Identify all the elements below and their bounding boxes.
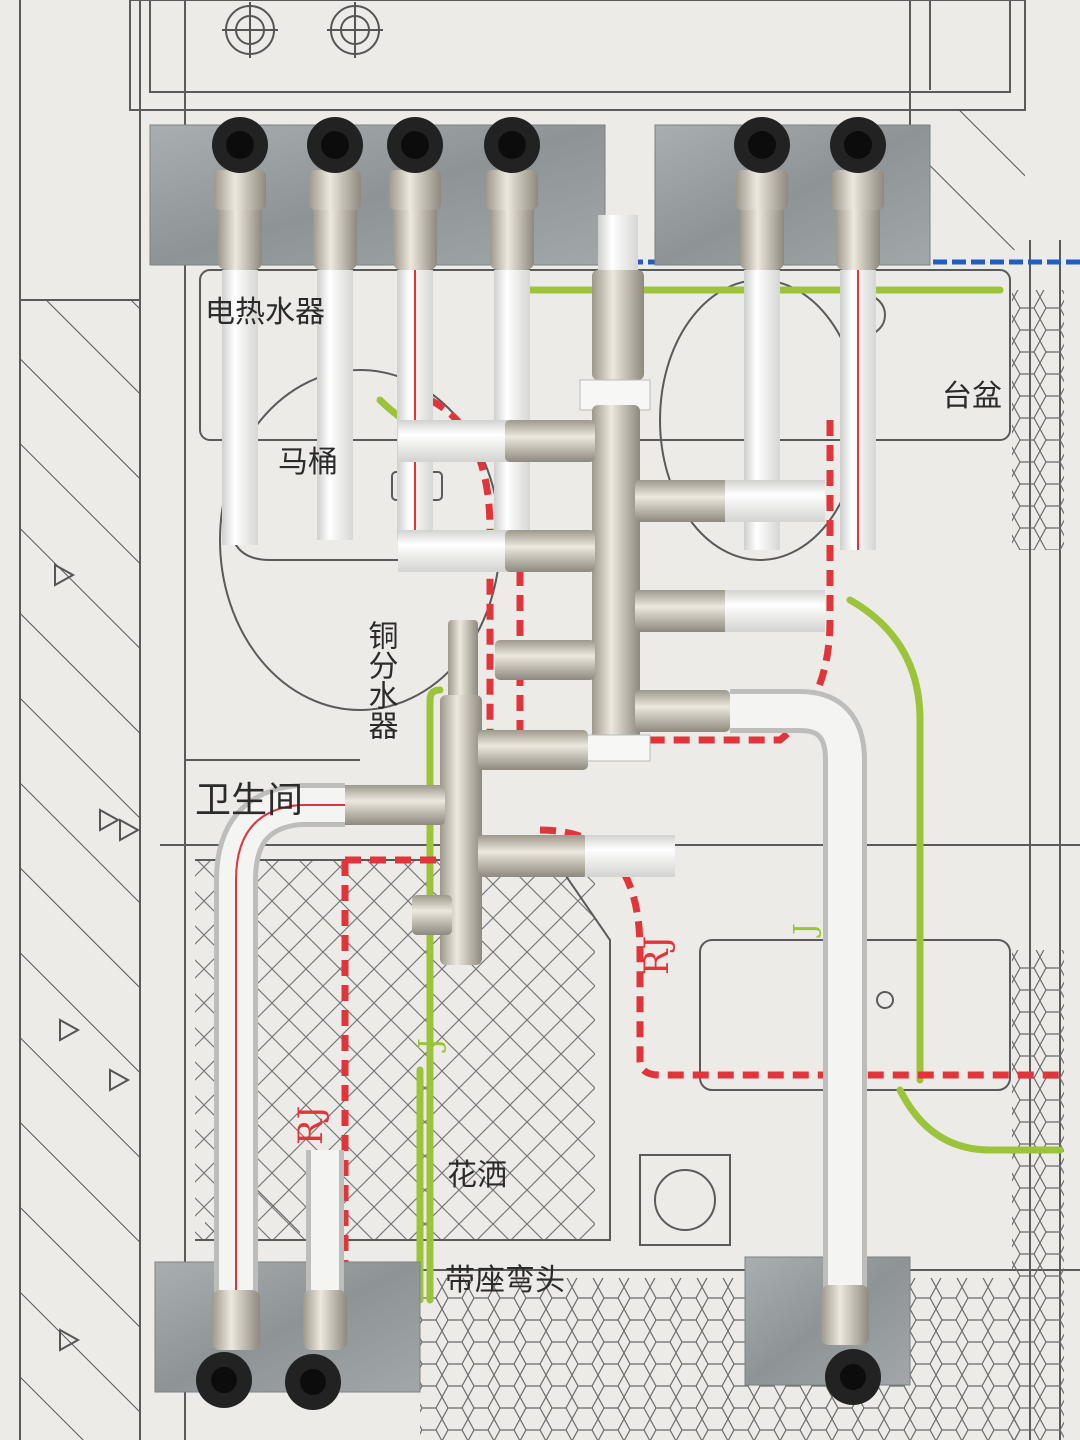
hex-strip-bottom <box>420 1278 1020 1440</box>
hex-strip-right-bottom <box>1012 950 1064 1440</box>
secondary-manifold <box>340 620 675 965</box>
rj-label-left: RJ <box>291 1106 331 1145</box>
shower-label: 花洒 <box>447 1158 507 1193</box>
hex-strip-right-top <box>1012 290 1064 550</box>
bottom-fittings <box>196 1285 881 1410</box>
manifold-label: 铜分水器 <box>363 620 399 740</box>
top-fixture-circles <box>222 2 383 58</box>
wall-hatch <box>20 300 140 1440</box>
toilet-label: 马桶 <box>278 445 338 480</box>
elbow-label: 带座弯头 <box>445 1263 565 1298</box>
bathroom-label: 卫生间 <box>195 780 303 821</box>
bent-pipes <box>214 689 867 1295</box>
water-heater-label: 电热水器 <box>205 295 325 330</box>
basin-label: 台盆 <box>942 379 1002 414</box>
j-label-left: J <box>413 1038 448 1053</box>
wall-triangles <box>54 563 141 1352</box>
j-label-right: J <box>788 923 823 938</box>
wall-hatch-top <box>930 110 1025 250</box>
main-manifold <box>398 215 825 762</box>
top-fittings <box>212 117 886 550</box>
rj-label-right: RJ <box>637 936 677 975</box>
